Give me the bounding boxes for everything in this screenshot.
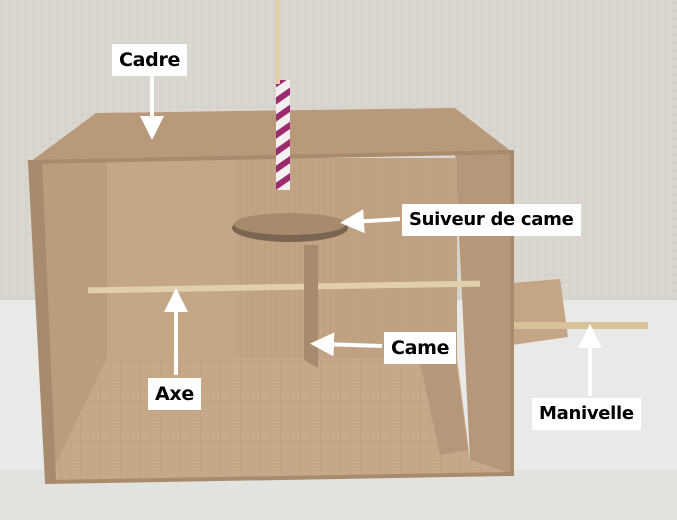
follower-disc-top [234, 213, 346, 235]
label-manivelle: Manivelle [532, 398, 641, 430]
label-axe: Axe [148, 378, 201, 410]
label-suiveur-de-came: Suiveur de came [402, 204, 581, 236]
cam-disc [304, 245, 318, 368]
back-panel-right [335, 158, 457, 358]
box-left-face [30, 162, 56, 482]
follower-skewer [275, 0, 280, 84]
arrow-suiveur [340, 209, 401, 234]
crank-stick [512, 322, 648, 329]
label-cadre: Cadre [112, 44, 188, 76]
back-panel-left [107, 158, 237, 358]
floor-insert [420, 362, 468, 455]
follower-straw [276, 80, 290, 190]
crank-cardboard [512, 279, 568, 345]
label-came: Came [384, 332, 457, 364]
box-front-edge [27, 149, 514, 485]
table-shadow [0, 470, 677, 520]
arrow-came [310, 332, 383, 357]
